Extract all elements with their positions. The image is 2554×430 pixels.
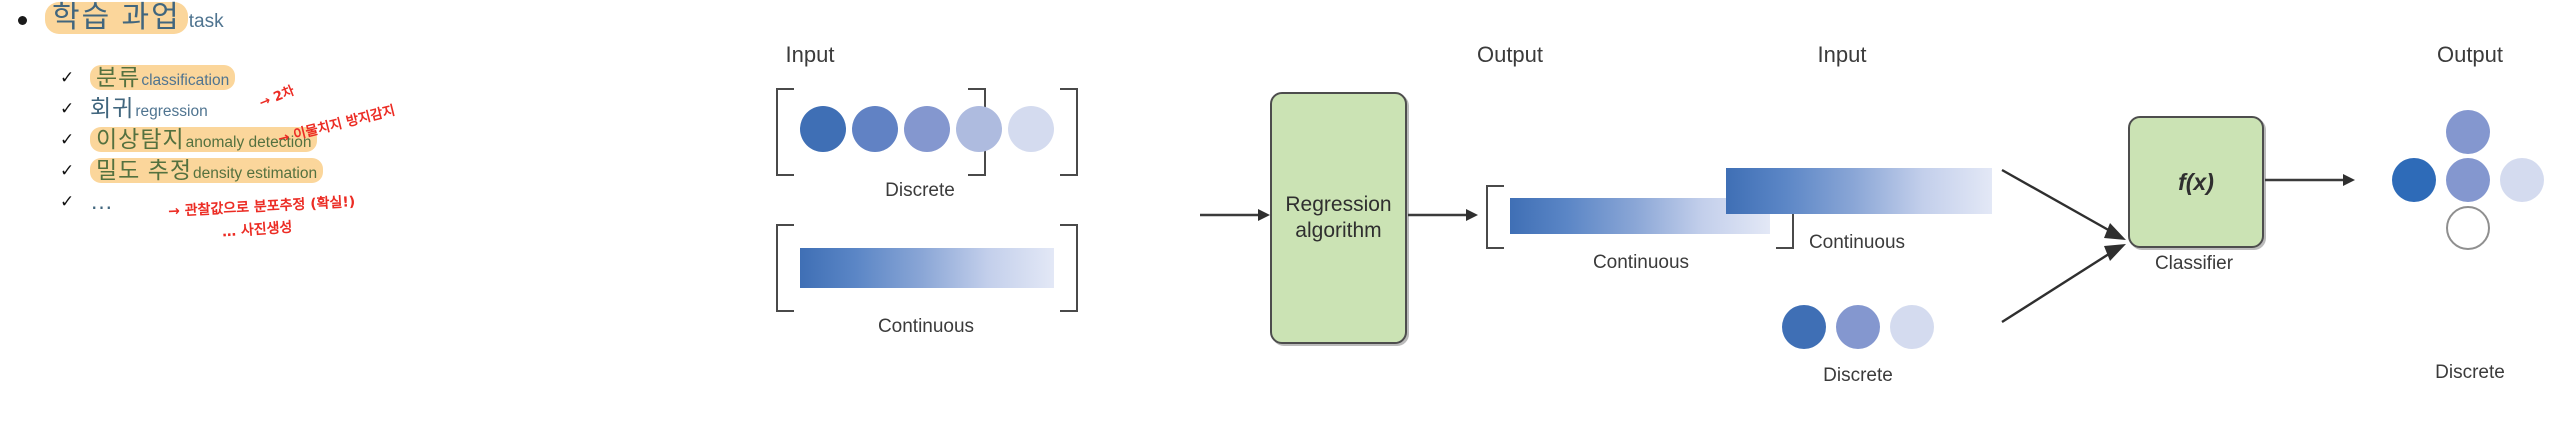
output-discrete-caption: Discrete <box>2435 362 2505 383</box>
bracket-right-outer <box>1060 88 1078 176</box>
arrow-algorithm-to-output <box>1408 209 1478 221</box>
classifier-function-label: f(x) <box>2178 168 2214 195</box>
input-continuous-caption: Continuous <box>877 316 975 337</box>
list-item: ✓ … <box>60 186 580 217</box>
check-icon: ✓ <box>60 99 75 118</box>
list-item-korean: 분류 <box>96 64 141 90</box>
output-continuous-caption: Continuous <box>1592 252 1690 273</box>
arrow-continuous-to-classifier <box>2001 168 2126 240</box>
bullet-dot-icon <box>18 15 27 25</box>
output-label: Output <box>1476 42 1544 67</box>
output-dot-center <box>2446 158 2490 202</box>
regression-algorithm-box[interactable]: Regression algorithm <box>1270 92 1407 344</box>
output-dot-right <box>2500 158 2544 202</box>
check-icon: ✓ <box>60 68 75 87</box>
regression-diagram: Input Discrete Continuous Regression alg… <box>620 0 1794 430</box>
input-label: Input <box>785 42 835 67</box>
discrete-dot <box>1890 305 1934 349</box>
list-item-korean: … <box>90 188 115 214</box>
input-label: Input <box>1817 42 1867 67</box>
bracket-left <box>776 88 794 176</box>
list-item-content: … <box>90 190 115 213</box>
bullet-title-row: 학습 과업 task <box>18 2 224 34</box>
list-item-korean: 회귀 <box>90 95 135 121</box>
page-title: 학습 과업 task <box>45 2 224 34</box>
arrow-discrete-to-classifier <box>2001 244 2126 324</box>
bracket-left <box>776 224 794 312</box>
check-icon: ✓ <box>60 130 75 149</box>
discrete-dot <box>1782 305 1826 349</box>
discrete-dot <box>904 106 950 152</box>
list-item-english: regression <box>135 103 208 120</box>
output-dot-top <box>2446 110 2490 154</box>
list-item-korean: 이상탐지 <box>96 126 185 152</box>
input-continuous-gradient <box>800 248 1054 288</box>
check-icon: ✓ <box>60 192 75 211</box>
title-korean: 학습 과업 <box>52 1 181 34</box>
discrete-dot <box>852 106 898 152</box>
regression-algorithm-label: Regression algorithm <box>1285 192 1392 242</box>
list-item-english: classification <box>141 72 230 89</box>
handwritten-annotation-generation: … 사진생성 <box>221 219 293 241</box>
classifier-caption: Classifier <box>2154 253 2234 274</box>
input-discrete-caption: Discrete <box>885 180 955 201</box>
discrete-dot <box>956 106 1002 152</box>
output-dot-bottom-empty <box>2446 206 2490 250</box>
classifier-diagram: Input Continuous Discrete f(x) Classifie… <box>1680 0 2554 430</box>
arrow-input-to-algorithm <box>1200 209 1270 221</box>
check-icon: ✓ <box>60 161 75 180</box>
arrow-classifier-to-output <box>2265 174 2355 186</box>
bracket-left <box>1486 185 1504 249</box>
output-label: Output <box>2436 42 2504 67</box>
title-highlight: 학습 과업 <box>45 2 188 34</box>
discrete-dot <box>1836 305 1880 349</box>
output-dot-left <box>2392 158 2436 202</box>
input-continuous-caption: Continuous <box>1808 232 1906 253</box>
list-item-korean: 밀도 추정 <box>96 157 193 183</box>
list-item-english: density estimation <box>193 165 318 182</box>
classifier-box[interactable]: f(x) <box>2128 116 2264 248</box>
list-item-english: anomaly detection <box>185 134 312 151</box>
discrete-dot <box>800 106 846 152</box>
discrete-dot <box>1008 106 1054 152</box>
input-discrete-caption: Discrete <box>1823 365 1893 386</box>
input-continuous-gradient <box>1726 168 1992 214</box>
bracket-right <box>1060 224 1078 312</box>
title-english: task <box>188 11 224 32</box>
